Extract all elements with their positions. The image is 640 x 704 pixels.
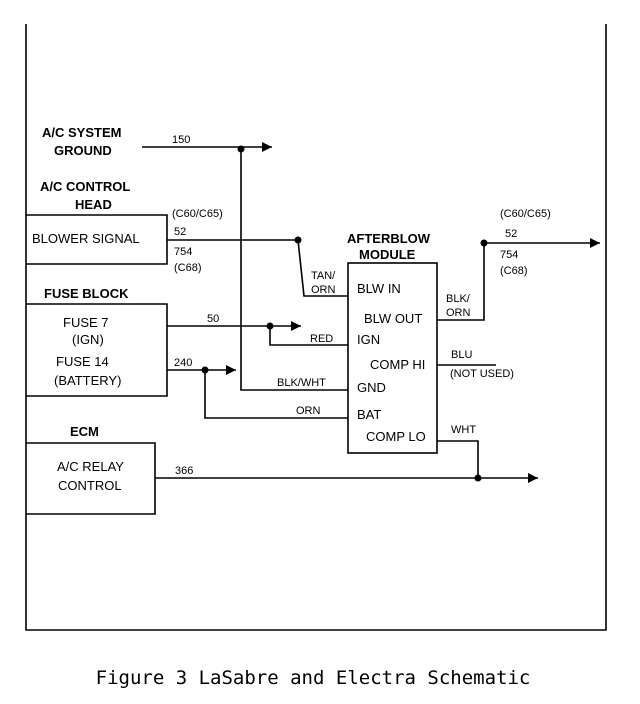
afterblow-module-label-1: AFTERBLOW [347, 231, 431, 246]
fuse-block-box [26, 303, 168, 397]
wire-50-label: 50 [207, 313, 219, 325]
wire-comp-lo [437, 440, 479, 478]
orn-label: ORN [296, 405, 321, 417]
ac-control-head-label-2: HEAD [75, 197, 112, 212]
fuse-block-label: FUSE BLOCK [44, 286, 129, 301]
ac-system-ground-label-2: GROUND [54, 143, 112, 158]
wire-150-label: 150 [172, 134, 190, 146]
wire-ground-to-gnd [240, 149, 348, 391]
blk-wht-label: BLK/WHT [277, 377, 326, 389]
wire-blower-to-blw-in [297, 239, 348, 297]
pin-blw-out: BLW OUT [364, 311, 422, 326]
fuse14-label-1: FUSE 14 [56, 354, 109, 369]
tan-orn-label-1: TAN/ [311, 270, 336, 282]
wire-ign [269, 326, 348, 346]
ac-relay-control-label-2: CONTROL [58, 478, 122, 493]
wire-240-label: 240 [174, 357, 192, 369]
pin-bat: BAT [357, 407, 381, 422]
c68-right-label: (C68) [500, 265, 528, 277]
fuse14-label-2: (BATTERY) [54, 373, 121, 388]
pin-comp-hi: COMP HI [370, 357, 425, 372]
c68-left-label: (C68) [174, 262, 202, 274]
fuse7-label-2: (IGN) [72, 332, 104, 347]
pin-blw-in: BLW IN [357, 281, 401, 296]
blower-signal-label: BLOWER SIGNAL [32, 231, 140, 246]
wire-bat [204, 370, 348, 419]
pin-gnd: GND [357, 380, 386, 395]
red-label: RED [310, 333, 333, 345]
wire-754-left-label: 754 [174, 246, 192, 258]
pin-ign: IGN [357, 332, 380, 347]
wire-52-left-label: 52 [174, 226, 186, 238]
wire-366-label: 366 [175, 465, 193, 477]
pin-comp-lo: COMP LO [366, 429, 426, 444]
ecm-label: ECM [70, 424, 99, 439]
diagram-frame [25, 24, 607, 631]
afterblow-module-label-2: MODULE [359, 247, 416, 262]
blk-orn-label-2: ORN [446, 307, 471, 319]
tan-orn-label-2: ORN [311, 284, 336, 296]
blu-label: BLU [451, 349, 472, 361]
blk-orn-label-1: BLK/ [446, 293, 471, 305]
wht-label: WHT [451, 424, 476, 436]
wire-52-right-label: 52 [505, 228, 517, 240]
ac-system-ground-label-1: A/C SYSTEM [42, 125, 121, 140]
figure-caption: Figure 3 LaSabre and Electra Schematic [96, 667, 531, 689]
c60-right-label: (C60/C65) [500, 208, 551, 220]
wire-blw-out [437, 243, 485, 321]
c60-left-label: (C60/C65) [172, 208, 223, 220]
ac-relay-control-label-1: A/C RELAY [57, 459, 124, 474]
wire-754-right-label: 754 [500, 249, 518, 261]
fuse7-label-1: FUSE 7 [63, 315, 109, 330]
not-used-label: (NOT USED) [450, 368, 514, 380]
afterblow-module-box [347, 262, 438, 454]
ac-control-head-label-1: A/C CONTROL [40, 179, 130, 194]
